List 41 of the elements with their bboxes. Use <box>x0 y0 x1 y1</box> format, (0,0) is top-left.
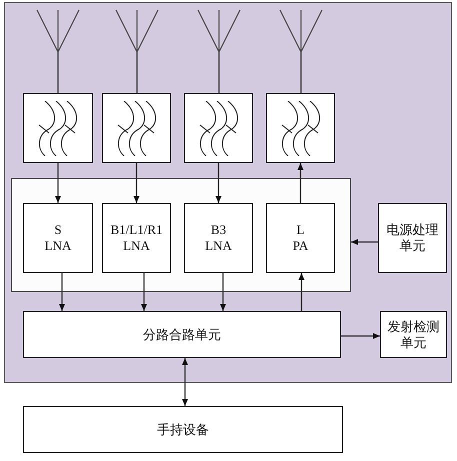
process-box <box>378 203 447 273</box>
box-label: B1/L1/R1 LNA <box>110 222 162 254</box>
arrow <box>141 273 147 311</box>
enclosure-panel <box>4 2 452 383</box>
group-panel <box>11 178 351 292</box>
process-box <box>23 406 343 453</box>
connector-line <box>57 52 59 93</box>
box-label: 电源处理单元 <box>386 222 440 254</box>
double-arrow <box>182 358 188 406</box>
arrow <box>55 163 61 203</box>
box-label: B3 LNA <box>205 222 232 254</box>
filter-box <box>23 93 93 163</box>
arrow <box>298 273 304 311</box>
process-box <box>102 203 171 273</box>
filter-box <box>266 93 335 163</box>
arrow <box>341 333 380 339</box>
box-label: S LNA <box>44 222 72 254</box>
filter-box <box>184 93 253 163</box>
arrow <box>298 163 304 203</box>
connector-line <box>300 52 302 93</box>
arrow <box>59 273 65 311</box>
connector-line <box>218 52 220 93</box>
box-label: 手持设备 <box>157 422 209 438</box>
box-label: 分路合路单元 <box>143 326 221 342</box>
antenna-symbol <box>37 10 79 52</box>
process-box <box>266 203 335 273</box>
process-box <box>23 311 341 358</box>
antenna-symbol <box>280 10 322 52</box>
arrow <box>220 273 226 311</box>
arrow <box>351 239 378 245</box>
arrow <box>216 163 222 203</box>
antenna-symbol <box>198 10 240 52</box>
box-label: 发射检测单元 <box>387 318 440 350</box>
process-box <box>184 203 253 273</box>
process-box <box>23 203 93 273</box>
process-box <box>380 311 447 358</box>
antenna-symbol <box>116 10 158 52</box>
box-label: L PA <box>292 222 308 254</box>
filter-box <box>102 93 171 163</box>
arrow <box>134 163 140 203</box>
connector-line <box>136 52 138 93</box>
